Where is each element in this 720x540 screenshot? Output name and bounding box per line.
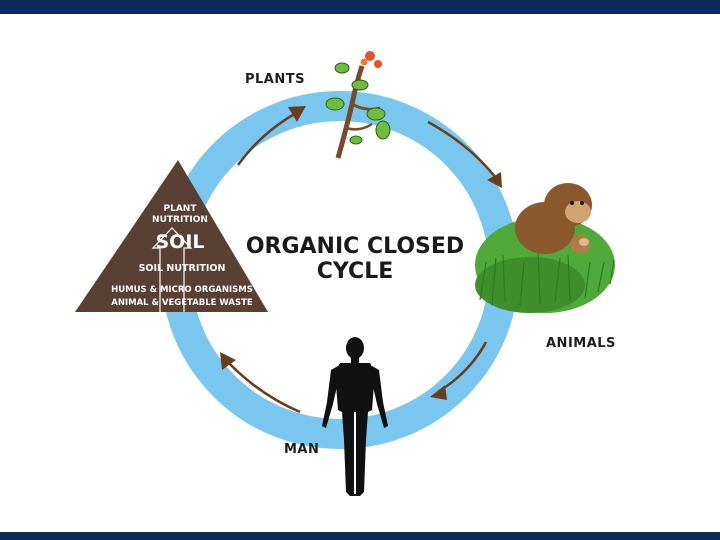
center-title-line2: CYCLE xyxy=(230,259,480,284)
animals-label: ANIMALS xyxy=(546,336,616,351)
footer-bar xyxy=(0,532,720,540)
soil-nutrition-label: SOIL NUTRITION xyxy=(112,263,252,274)
waste-label: ANIMAL & VEGETABLE WASTE xyxy=(82,298,282,308)
plant-nutrition-line2: NUTRITION xyxy=(150,215,210,226)
plant-nutrition-line1: PLANT xyxy=(150,204,210,215)
plants-label: PLANTS xyxy=(245,72,305,87)
humus-label: HUMUS & MICRO ORGANISMS xyxy=(82,285,282,295)
soil-label: SOIL xyxy=(140,231,220,253)
man-label: MAN xyxy=(284,442,319,457)
plant-nutrition-label: PLANT NUTRITION xyxy=(150,204,210,226)
center-title: ORGANIC CLOSED CYCLE xyxy=(230,234,480,284)
center-title-line1: ORGANIC CLOSED xyxy=(230,234,480,259)
